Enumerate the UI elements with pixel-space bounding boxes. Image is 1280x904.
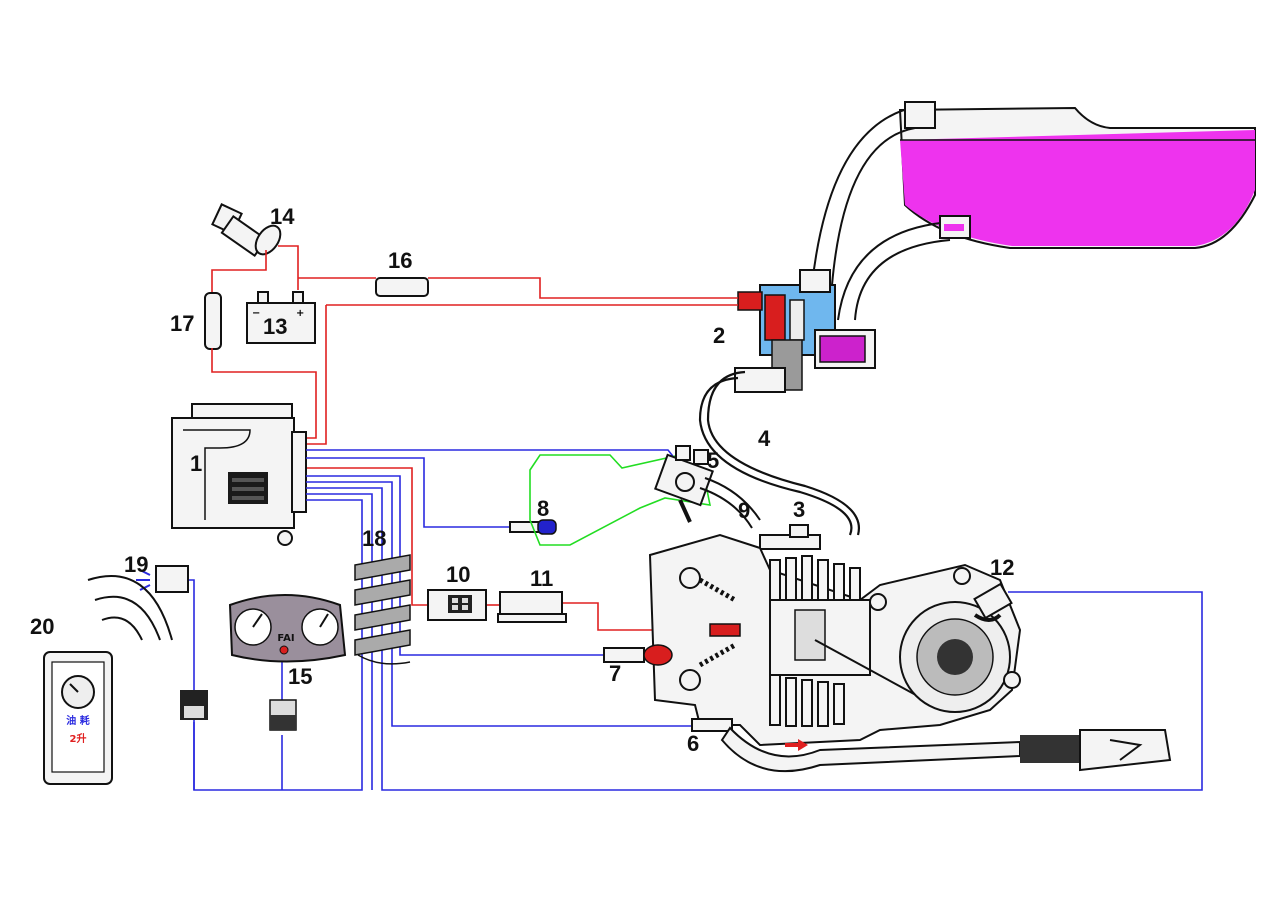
ecu-box-icon: [171, 403, 307, 546]
label-8: 8: [537, 496, 549, 521]
fuel-pump: [734, 269, 876, 393]
label-19: 19: [124, 552, 148, 577]
label-3: 3: [793, 497, 805, 522]
wire-harness-icon: [354, 554, 411, 665]
oxygen-sensor: [691, 718, 733, 732]
label-1: 1: [190, 451, 202, 476]
instrument-cluster-icon: FAI: [228, 594, 347, 731]
label-5: 5: [707, 448, 719, 473]
fuel-hoses: [811, 101, 971, 321]
label-7: 7: [609, 661, 621, 686]
crank-sensor: [973, 582, 1013, 622]
signal-waves-icon: [87, 575, 173, 641]
battery-plus: +: [296, 308, 304, 319]
label-6: 6: [687, 731, 699, 756]
fuel-line: [698, 376, 853, 536]
spark-plug: [709, 623, 741, 637]
label-10: 10: [446, 562, 470, 587]
label-12: 12: [990, 555, 1014, 580]
battery-icon: − +: [246, 291, 316, 344]
fuel-meter-device: 油 耗 2升: [43, 651, 113, 785]
intake-airbox: [529, 454, 712, 546]
key-switch-icon: [211, 203, 282, 258]
power-wires: [211, 245, 738, 631]
device-label-2: 2升: [70, 732, 87, 745]
ignition-module: [427, 589, 487, 621]
air-temp-sensor: [509, 519, 557, 535]
engine-temp-sensor: [603, 644, 673, 666]
label-14: 14: [270, 204, 295, 229]
throttle-body: [654, 445, 761, 529]
cluster-badge: FAI: [277, 633, 294, 644]
label-16: 16: [388, 248, 412, 273]
connector-icon: [180, 690, 208, 720]
label-15: 15: [288, 664, 312, 689]
flywheel: [869, 567, 1021, 713]
label-13: 13: [263, 314, 287, 339]
label-4: 4: [758, 426, 771, 451]
label-17: 17: [170, 311, 194, 336]
transmitter-icon: [136, 565, 189, 593]
fuse-icon: [375, 277, 429, 297]
relay-icon: [204, 292, 222, 350]
battery-minus: −: [252, 308, 260, 319]
fuel-tank: [898, 106, 1256, 249]
fuel-level: [900, 130, 1255, 246]
exhaust: [720, 726, 1172, 773]
label-20: 20: [30, 614, 54, 639]
label-18: 18: [362, 526, 386, 551]
label-2: 2: [713, 323, 725, 348]
label-11: 11: [530, 566, 553, 591]
ignition-coil: [497, 591, 567, 623]
device-label-1: 油 耗: [66, 714, 89, 727]
label-9: 9: [738, 498, 750, 523]
part-labels: 1 2 3 4 5 6 7 8 9 10 11 12 13 14 15 16 1…: [30, 204, 1014, 756]
